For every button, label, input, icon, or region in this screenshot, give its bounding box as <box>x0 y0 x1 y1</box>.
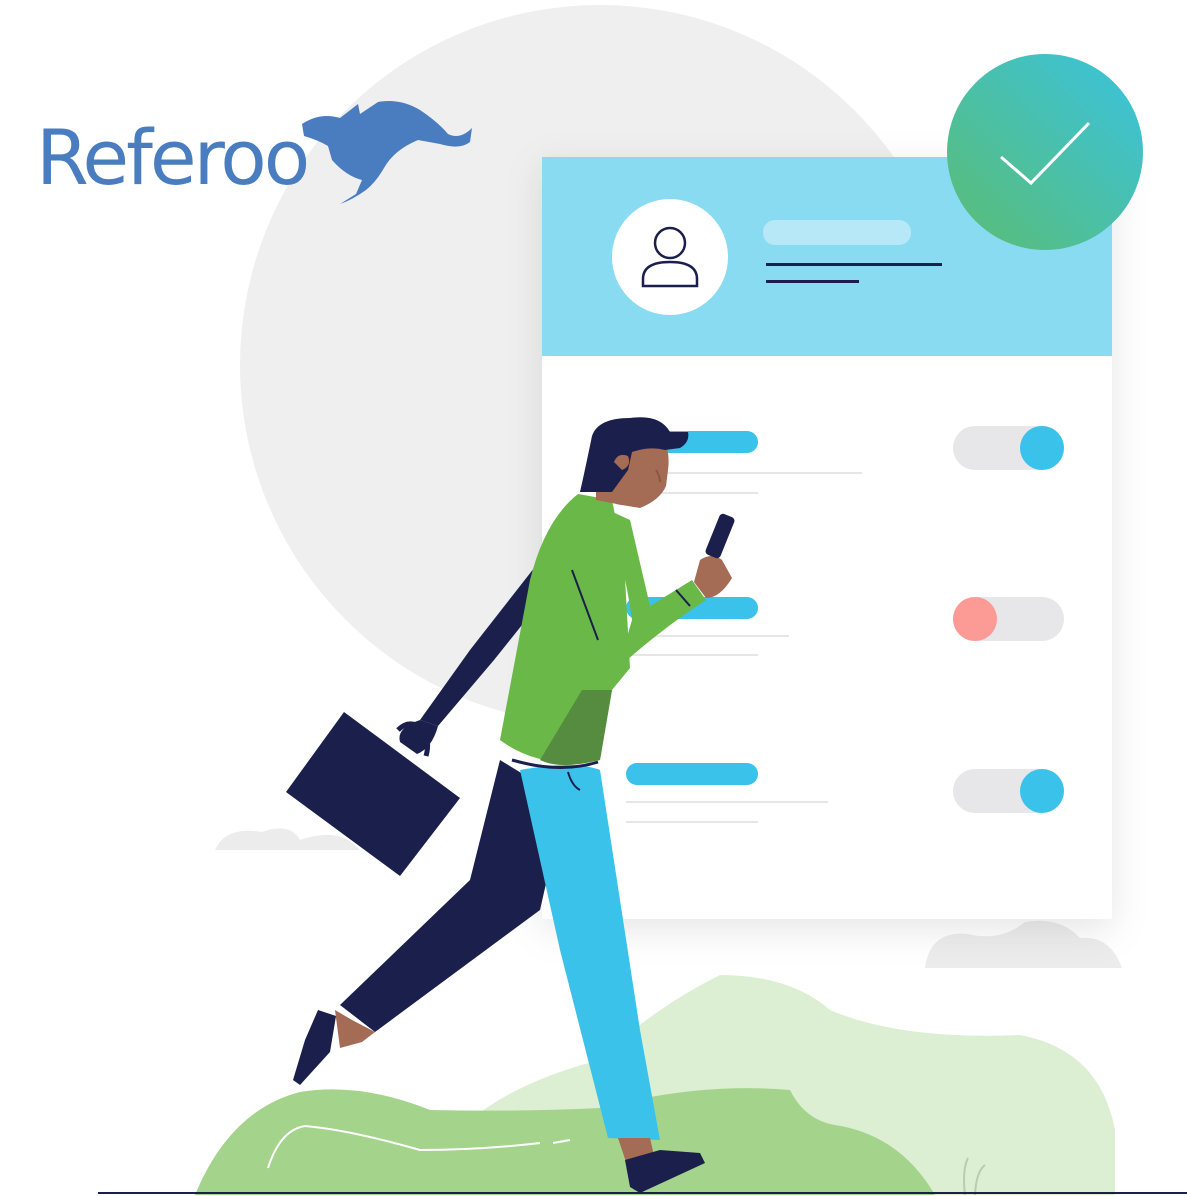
kangaroo-icon <box>302 101 472 204</box>
header-name-placeholder <box>763 220 911 245</box>
cloud-right <box>925 920 1122 968</box>
check-badge <box>947 54 1143 250</box>
toggle-switch-off[interactable] <box>953 597 1064 641</box>
header-line-2 <box>766 280 859 283</box>
walking-person <box>286 417 735 1193</box>
toggle-switch-on[interactable] <box>953 769 1064 813</box>
toggle-switch-on[interactable] <box>953 426 1064 470</box>
checkmark-icon <box>1000 121 1091 186</box>
setting-row <box>626 763 828 823</box>
header-line-1 <box>766 263 942 266</box>
brand-name: Referoo <box>36 113 310 202</box>
user-icon <box>641 226 699 288</box>
front-shoe <box>625 1150 705 1193</box>
grass-highlight <box>267 1124 541 1169</box>
cloud-left <box>215 828 360 850</box>
grass-blade <box>963 1157 986 1196</box>
grass-highlight <box>552 1139 571 1144</box>
back-shoe <box>293 1010 336 1085</box>
